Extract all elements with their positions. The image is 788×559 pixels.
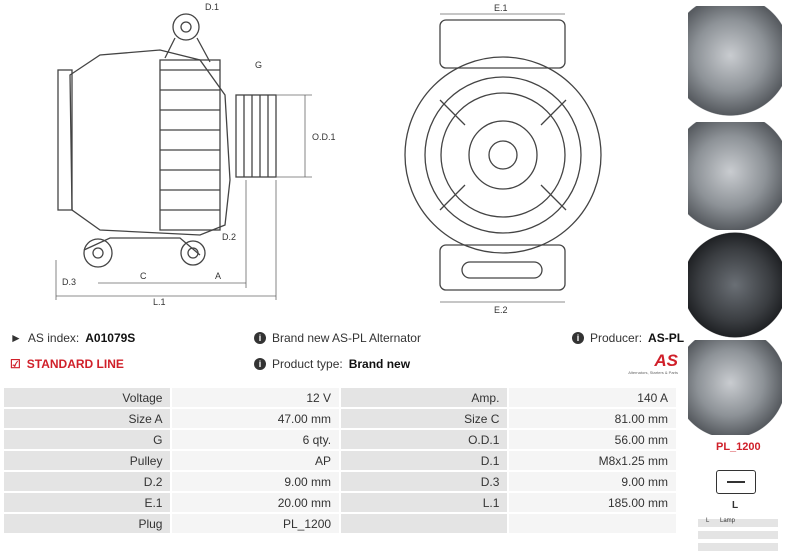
standard-line-text: STANDARD LINE (26, 357, 124, 371)
label-c: C (140, 271, 147, 281)
spec-value: PL_1200 (172, 514, 340, 533)
spec-value (509, 514, 676, 533)
product-type-label: Product type: (272, 357, 343, 371)
spec-label: D.1 (341, 451, 508, 470)
producer-info: i Producer: AS-PL (572, 331, 684, 345)
spec-label: E.1 (4, 493, 171, 512)
spec-value: 6 qty. (172, 430, 340, 449)
product-photo-side (688, 122, 782, 232)
logo-mark: AS (654, 351, 678, 370)
legend-text: Lamp (720, 518, 736, 524)
spec-value: 81.00 mm (509, 409, 676, 428)
terminal-letter: L (732, 500, 739, 511)
brand-text: Brand new AS-PL Alternator (272, 331, 421, 345)
spec-label: Size A (4, 409, 171, 428)
spec-value: 56.00 mm (509, 430, 676, 449)
legend-row (698, 543, 778, 551)
spec-value: 9.00 mm (509, 472, 676, 491)
spec-label: D.2 (4, 472, 171, 491)
spec-value: 47.00 mm (172, 409, 340, 428)
plug-diagram (716, 470, 756, 494)
product-type: i Product type: Brand new (254, 357, 410, 371)
spec-label: O.D.1 (341, 430, 508, 449)
spec-label: Size C (341, 409, 508, 428)
brand-info: i Brand new AS-PL Alternator (254, 331, 421, 345)
plug-name: PL_1200 (716, 441, 761, 453)
spec-value: 12 V (172, 388, 340, 407)
label-a: A (215, 271, 221, 281)
legend-key: L (706, 518, 710, 524)
spec-value: 140 A (509, 388, 676, 407)
spec-label: Pulley (4, 451, 171, 470)
standard-line: ☑ STANDARD LINE (10, 357, 124, 371)
product-type-value: Brand new (348, 357, 411, 371)
producer-label: Producer: (590, 331, 643, 345)
product-photo-rear (688, 230, 782, 340)
producer-value: AS-PL (648, 331, 685, 345)
tag-icon: ► (10, 331, 22, 345)
info-icon: i (254, 358, 266, 370)
info-icon: i (254, 332, 266, 344)
label-d1: D.1 (205, 2, 219, 12)
spec-value: AP (172, 451, 340, 470)
info-icon: i (572, 332, 584, 344)
as-index-value: A01079S (85, 331, 136, 345)
spec-label: Voltage (4, 388, 171, 407)
checkbox-icon: ☑ (10, 357, 21, 371)
spec-value: 20.00 mm (172, 493, 340, 512)
spec-label: D.3 (341, 472, 508, 491)
spec-value: M8x1.25 mm (509, 451, 676, 470)
spec-label: G (4, 430, 171, 449)
logo-tagline: Alternators, Starters & Parts (628, 370, 678, 375)
product-photo-front (688, 6, 782, 116)
legend-row: L Lamp (698, 518, 778, 527)
label-g: G (255, 60, 262, 70)
label-d3: D.3 (62, 277, 76, 287)
as-pl-logo: AS Alternators, Starters & Parts (612, 352, 678, 380)
spec-label: L.1 (341, 493, 508, 512)
as-index-label: AS index: (27, 331, 80, 345)
spec-label: Amp. (341, 388, 508, 407)
label-e2: E.2 (494, 305, 508, 315)
product-photo-angle (688, 340, 782, 435)
legend-row (698, 531, 778, 539)
label-l1: L.1 (153, 297, 166, 307)
spec-value: 185.00 mm (509, 493, 676, 512)
spec-label: Plug (4, 514, 171, 533)
as-index: ► AS index: A01079S (10, 331, 135, 345)
spec-label (341, 514, 508, 533)
label-d2: D.2 (222, 232, 236, 242)
spec-value: 9.00 mm (172, 472, 340, 491)
label-od1: O.D.1 (312, 132, 336, 142)
label-e1: E.1 (494, 3, 508, 13)
technical-drawing: D.1 G O.D.1 D.2 D.3 C A L.1 E.1 E.2 (55, 2, 602, 315)
